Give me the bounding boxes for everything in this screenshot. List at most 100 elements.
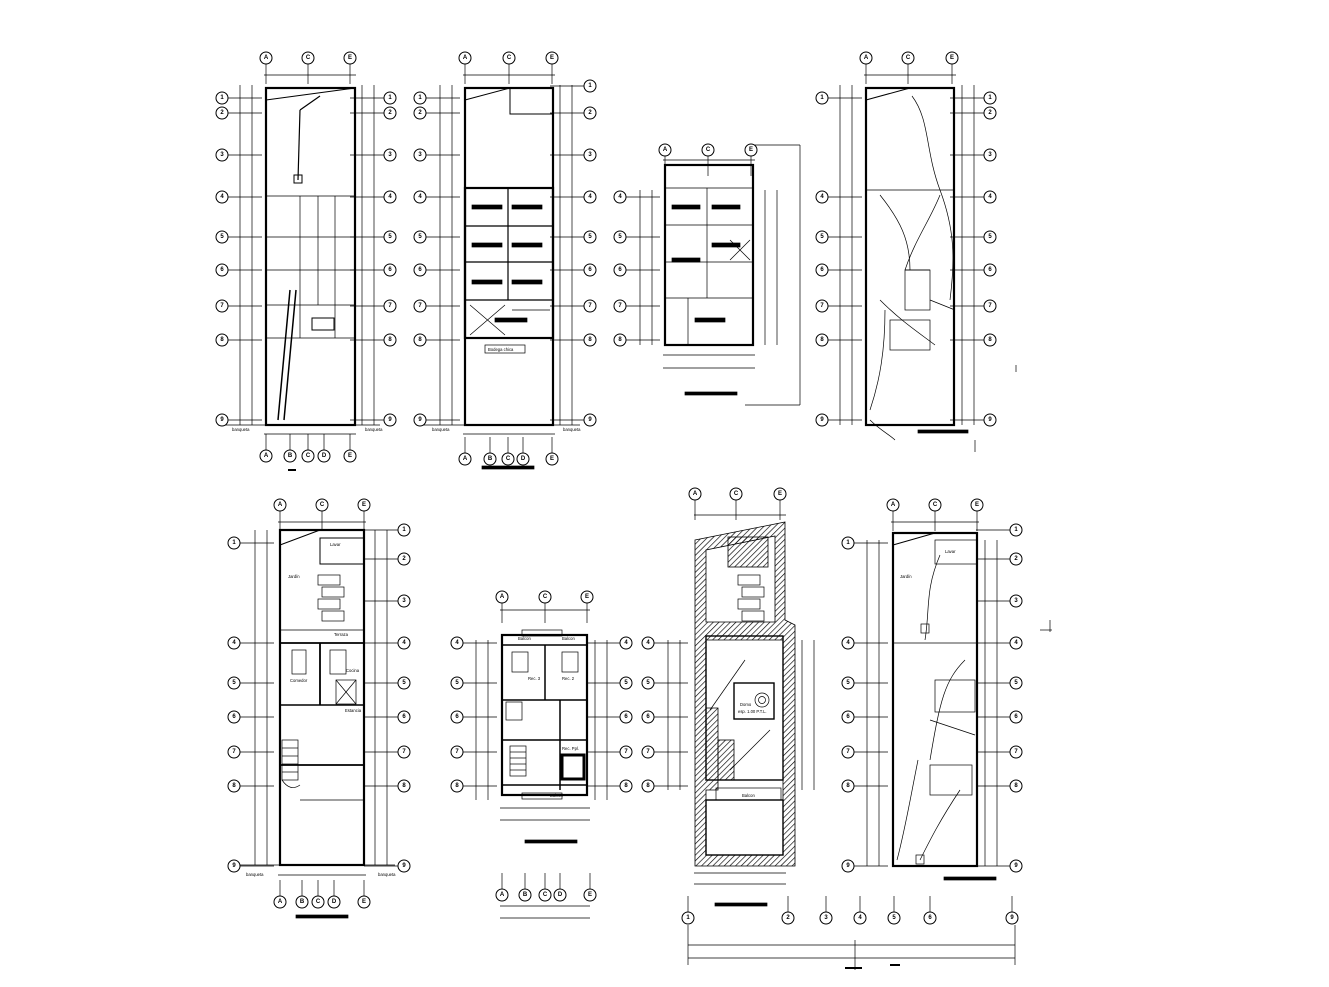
grid-bubble-label: 5 <box>388 234 392 240</box>
grid-bubble-label: A <box>500 594 505 600</box>
grid-bubble: 5 <box>619 676 633 690</box>
grid-bubble-label: D <box>558 892 563 898</box>
grid-bubble: 5 <box>1009 676 1023 690</box>
grid-bubble: 1 <box>983 91 997 105</box>
grid-bubble-label: A <box>264 453 269 459</box>
grid-bubble: A <box>886 498 900 512</box>
grid-bubble-label: 5 <box>988 234 992 240</box>
grid-bubble-label: 5 <box>624 680 628 686</box>
grid-bubble-label: 4 <box>232 640 236 646</box>
grid-bubble: 6 <box>815 263 829 277</box>
grid-bubble-label: 3 <box>220 152 224 158</box>
grid-bubble: 4 <box>227 636 241 650</box>
grid-bubble-label: E <box>362 502 366 508</box>
grid-bubble: 4 <box>613 190 627 204</box>
room-label: Balcon <box>550 793 563 798</box>
grid-bubble: 8 <box>227 779 241 793</box>
grid-bubble-label: 2 <box>588 110 592 116</box>
grid-bubble-label: 8 <box>220 337 224 343</box>
grid-bubble-label: 8 <box>846 783 850 789</box>
grid-bubble-label: 8 <box>988 337 992 343</box>
grid-bubble: 9 <box>1005 911 1019 925</box>
grid-bubble: 1 <box>583 79 597 93</box>
room-label: Jardín <box>900 574 912 579</box>
grid-bubble-label: 8 <box>646 783 650 789</box>
grid-bubble-label: 1 <box>846 540 850 546</box>
grid-bubble-label: 4 <box>588 194 592 200</box>
grid-bubble: 4 <box>450 636 464 650</box>
grid-bubble-label: 7 <box>1014 749 1018 755</box>
grid-bubble-label: 6 <box>388 267 392 273</box>
label: Balcon <box>742 793 755 798</box>
grid-bubble-label: 3 <box>1014 598 1018 604</box>
grid-bubble: E <box>545 452 559 466</box>
grid-bubble: 7 <box>841 745 855 759</box>
grid-bubble-label: 6 <box>588 267 592 273</box>
grid-bubble: 7 <box>983 299 997 313</box>
grid-bubble-label: 1 <box>402 527 406 533</box>
grid-bubble-label: A <box>693 491 698 497</box>
grid-bubble: 6 <box>619 710 633 724</box>
grid-bubble-label: 7 <box>618 303 622 309</box>
grid-bubble-label: 5 <box>418 234 422 240</box>
grid-bubble-label: 4 <box>624 640 628 646</box>
grid-bubble-label: 3 <box>824 915 828 921</box>
grid-bubble-label: 4 <box>1014 640 1018 646</box>
grid-bubble-label: E <box>749 147 753 153</box>
grid-bubble: 5 <box>641 676 655 690</box>
grid-bubble-label: 6 <box>402 714 406 720</box>
grid-bubble: 7 <box>450 745 464 759</box>
grid-bubble-label: 5 <box>220 234 224 240</box>
grid-bubble: 4 <box>983 190 997 204</box>
grid-bubble: 5 <box>583 230 597 244</box>
grid-bubble: 5 <box>450 676 464 690</box>
grid-bubble-label: 9 <box>588 417 592 423</box>
grid-bubble-label: C <box>933 502 938 508</box>
grid-bubble: E <box>545 51 559 65</box>
label: banqueta <box>563 427 581 432</box>
grid-bubble: 7 <box>1009 745 1023 759</box>
grid-bubble-label: 5 <box>846 680 850 686</box>
grid-bubble-label: 7 <box>846 749 850 755</box>
grid-bubble-label: 4 <box>858 915 862 921</box>
room-label: Balcon <box>518 636 531 641</box>
grid-bubble: 9 <box>841 859 855 873</box>
grid-bubble: E <box>970 498 984 512</box>
label: banqueta <box>232 427 250 432</box>
grid-bubble: A <box>273 895 287 909</box>
grid-bubble-label: 8 <box>388 337 392 343</box>
grid-bubble-label: 6 <box>418 267 422 273</box>
grid-bubble-label: 7 <box>232 749 236 755</box>
grid-bubble-label: 2 <box>388 110 392 116</box>
grid-bubble-label: 3 <box>402 598 406 604</box>
grid-bubble-label: C <box>507 55 512 61</box>
grid-bubble: C <box>301 449 315 463</box>
grid-bubble: 3 <box>397 594 411 608</box>
grid-bubble: 9 <box>215 413 229 427</box>
grid-bubble: 7 <box>583 299 597 313</box>
plan-sheet-5: Lavar Jardín Terraza Comedor Cocina Esta… <box>227 498 411 919</box>
grid-bubble: A <box>859 51 873 65</box>
grid-bubble: 7 <box>815 299 829 313</box>
grid-bubble: 8 <box>397 779 411 793</box>
grid-bubble: 5 <box>383 230 397 244</box>
grid-bubble-label: 1 <box>820 95 824 101</box>
grid-bubble-label: E <box>778 491 782 497</box>
grid-bubble-label: 6 <box>928 915 932 921</box>
grid-bubble: 3 <box>383 148 397 162</box>
grid-bubble-label: 3 <box>588 152 592 158</box>
grid-bubble: 8 <box>619 779 633 793</box>
grid-bubble: A <box>458 452 472 466</box>
grid-bubble: C <box>901 51 915 65</box>
grid-bubble: 8 <box>450 779 464 793</box>
grid-bubble: 3 <box>1009 594 1023 608</box>
grid-bubble: 7 <box>227 745 241 759</box>
grid-bubble-label: E <box>950 55 954 61</box>
grid-bubble-label: 4 <box>220 194 224 200</box>
grid-bubble-label: D <box>521 456 526 462</box>
grid-bubble: 9 <box>983 413 997 427</box>
